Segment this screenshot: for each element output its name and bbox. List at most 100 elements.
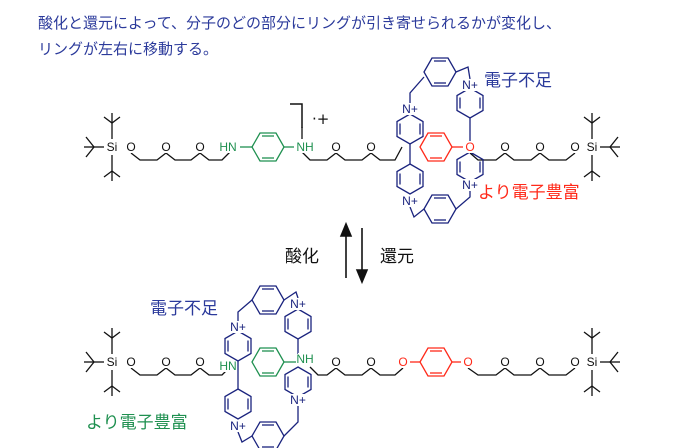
- xylyl-ring: [251, 285, 285, 315]
- atom-o: O: [463, 355, 472, 369]
- atom-si: Si: [587, 140, 598, 154]
- peg: [370, 367, 404, 376]
- atom-si-bg: [105, 356, 119, 368]
- atom-o-bg: [193, 141, 207, 153]
- atom-nplus: N+: [230, 419, 246, 433]
- top-deficient-label: 電子不足: [484, 71, 552, 91]
- peg: [504, 367, 541, 376]
- bond: [409, 206, 425, 219]
- peg: [469, 152, 506, 161]
- atom-nplus-bg: [403, 195, 417, 207]
- atom-o: O: [535, 140, 544, 154]
- atom-o: O: [500, 140, 509, 154]
- atom-o: O: [366, 140, 375, 154]
- peg: [467, 367, 506, 376]
- pyridinium-ring: [224, 388, 252, 420]
- atom-nplus: N+: [402, 194, 418, 208]
- xylyl-ring: [251, 421, 285, 448]
- atom-nplus-bg: [463, 79, 477, 91]
- bond: [237, 299, 253, 321]
- atom-nplus-bg: [291, 394, 305, 406]
- benzidine-ring: [251, 132, 285, 162]
- hydroquinone-ring: [419, 347, 453, 377]
- peg: [539, 367, 576, 376]
- atom-o: O: [570, 140, 579, 154]
- atom-nplus: N+: [402, 102, 418, 116]
- atom-o-bg: [533, 356, 547, 368]
- atom-o-bg: [498, 141, 512, 153]
- atom-o: O: [570, 355, 579, 369]
- atom-si-bg: [105, 141, 119, 153]
- atom-o: O: [366, 355, 375, 369]
- atom-nplus-bg: [231, 321, 245, 333]
- peg: [199, 151, 231, 161]
- caption-line-1: 酸化と還元によって、分子のどの部分にリングが引き寄せられるかが変化し、: [38, 14, 562, 32]
- atom-nh: NH: [296, 352, 313, 366]
- bottom-rich-label: より電子豊富: [86, 413, 188, 433]
- atom-nplus: N+: [290, 393, 306, 407]
- atom-hn-bg: [221, 141, 235, 153]
- pyridinium-ring: [224, 330, 252, 362]
- atom-nplus: N+: [290, 297, 306, 311]
- atom-o-bg: [364, 141, 378, 153]
- peg: [301, 151, 337, 161]
- pyridinium-ring: [396, 163, 424, 195]
- atom-o: O: [126, 140, 135, 154]
- atom-o-bg: [329, 141, 343, 153]
- peg: [504, 152, 541, 161]
- bond: [409, 76, 425, 103]
- atom-o: O: [331, 140, 340, 154]
- atom-o: O: [126, 355, 135, 369]
- bond: [455, 191, 471, 210]
- peg: [130, 152, 167, 161]
- atom-o-bg: [159, 141, 173, 153]
- atom-o: O: [331, 355, 340, 369]
- bond: [283, 406, 299, 437]
- atom-nplus-bg: [231, 420, 245, 432]
- peg: [335, 152, 372, 161]
- peg: [335, 367, 372, 376]
- atom-o-bg: [568, 356, 582, 368]
- atom-nh-bg: [298, 141, 312, 153]
- atom-o: O: [195, 140, 204, 154]
- atom-si: Si: [107, 140, 118, 154]
- atom-o-bg: [396, 356, 410, 368]
- peg: [309, 366, 337, 376]
- atom-o: O: [465, 140, 474, 154]
- radical-bracket: [290, 103, 303, 128]
- peg: [130, 367, 167, 376]
- pyridinium-ring: [284, 308, 312, 340]
- atom-o-bg: [533, 141, 547, 153]
- atom-nh: NH: [296, 140, 313, 154]
- xylyl-ring: [423, 194, 457, 224]
- pyridinium-ring: [396, 113, 424, 145]
- atom-o-bg: [329, 356, 343, 368]
- atom-o-bg: [124, 141, 138, 153]
- atom-o: O: [398, 355, 407, 369]
- atom-si: Si: [107, 355, 118, 369]
- benzidine-ring: [251, 347, 285, 377]
- atom-o: O: [195, 355, 204, 369]
- pyridinium-ring: [456, 87, 484, 119]
- bond: [455, 66, 471, 80]
- bottom-deficient-label: 電子不足: [150, 299, 218, 319]
- atom-o-bg: [568, 141, 582, 153]
- atom-o-bg: [124, 356, 138, 368]
- caption-line-2: リングが左右に移動する。: [38, 40, 219, 58]
- equilibrium-arrows: [339, 221, 369, 285]
- top-rich-label: より電子豊富: [478, 183, 580, 203]
- atom-hn: HN: [219, 140, 236, 154]
- hydroquinone-ring: [419, 132, 453, 162]
- atom-o-bg: [461, 356, 475, 368]
- atom-si-bg: [585, 141, 599, 153]
- atom-nplus: N+: [230, 320, 246, 334]
- atom-o: O: [535, 355, 544, 369]
- xylyl-ring: [423, 57, 457, 87]
- radical-cation-label: ·+: [312, 110, 330, 128]
- atom-nplus-bg: [291, 298, 305, 310]
- atom-o-bg: [159, 356, 173, 368]
- atom-nh-bg: [298, 353, 312, 365]
- atom-nplus: N+: [462, 78, 478, 92]
